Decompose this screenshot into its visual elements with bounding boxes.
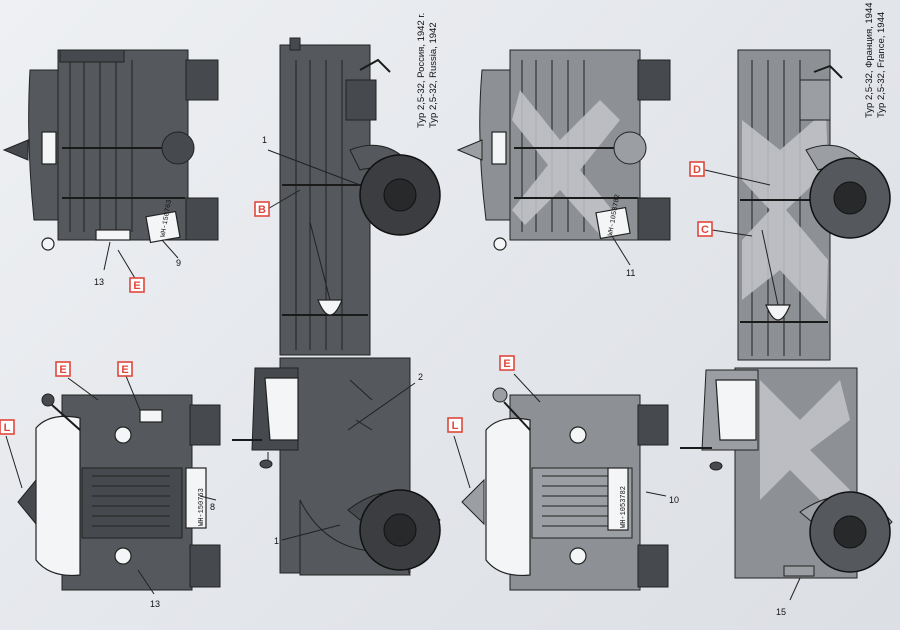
paint-marker-front-e2: E bbox=[117, 361, 141, 411]
callout-13-front: 13 bbox=[150, 599, 160, 609]
paint-marker-front-lamp: L bbox=[0, 419, 23, 489]
paint-marker-side-d: D bbox=[689, 161, 771, 186]
front-view-russia: WH-150763 bbox=[17, 393, 221, 591]
side-view-russia bbox=[232, 37, 441, 576]
callout-1-side-bottom: 1 bbox=[274, 536, 279, 546]
callout-2-side: 2 bbox=[418, 372, 423, 382]
front-plate-text: WH-150763 bbox=[198, 488, 206, 526]
callout-1-side-top: 1 bbox=[262, 135, 267, 145]
caption-france-en: Typ 2,5-32, France, 1944 bbox=[876, 12, 887, 118]
paint-marker-rear-left: E bbox=[117, 249, 145, 293]
callout-8-front: 8 bbox=[210, 502, 215, 512]
callout-11-rear: 11 bbox=[626, 268, 635, 278]
callout-10-front: 10 bbox=[669, 495, 679, 505]
rear-view-russia: WH-150763 bbox=[2, 49, 219, 251]
callout-9-rear: 9 bbox=[176, 258, 181, 268]
paint-marker-side-c: C bbox=[697, 221, 753, 237]
rear-view-france: WH-1053782 bbox=[456, 49, 671, 251]
callout-13-rear: 13 bbox=[94, 277, 104, 287]
svg-text:E: E bbox=[121, 364, 128, 376]
svg-text:E: E bbox=[503, 358, 510, 370]
caption-russia-en: Typ 2,5-32, Russia, 1942 bbox=[428, 22, 439, 128]
svg-text:L: L bbox=[4, 422, 11, 434]
paint-marker-front-e-france: E bbox=[499, 355, 541, 403]
paint-marker-side-box: B bbox=[254, 189, 301, 217]
svg-text:E: E bbox=[133, 280, 140, 292]
caption-france-ru: Typ 2,5-32, Франция, 1944 г. bbox=[864, 0, 875, 118]
callout-15-side: 15 bbox=[776, 607, 786, 617]
paint-marker-front-e1: E bbox=[55, 361, 99, 401]
svg-text:E: E bbox=[59, 364, 66, 376]
svg-text:D: D bbox=[693, 164, 701, 176]
paint-marker-front-lamp-france: L bbox=[447, 417, 471, 489]
svg-text:B: B bbox=[258, 204, 266, 216]
front-view-france: WH-1053782 bbox=[461, 387, 669, 591]
svg-text:C: C bbox=[701, 224, 709, 236]
front-plate-text-france: WH-1053782 bbox=[620, 486, 628, 528]
side-view-france bbox=[680, 49, 893, 579]
svg-text:L: L bbox=[452, 420, 459, 432]
caption-russia-ru: Typ 2,5-32, Россия, 1942 г. bbox=[416, 13, 427, 128]
